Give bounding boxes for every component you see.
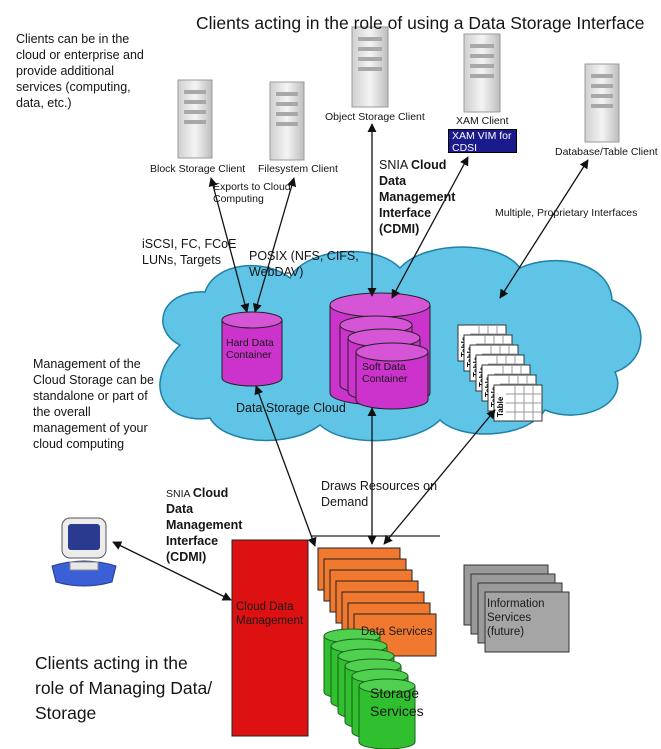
management-note: Management of the Cloud Storage can be s…: [33, 357, 154, 451]
laptop-icon: [51, 517, 117, 587]
management-client-arrow: [112, 541, 232, 601]
database-arrow: [499, 159, 589, 299]
block-storage-client-label: Block Storage Client: [150, 163, 246, 175]
cdmi-bottom-bold: Cloud Data Management Interface (CDMI): [166, 486, 243, 564]
xam-vim-box: [448, 129, 517, 153]
cloud-data-management-label: Cloud Data Management: [236, 601, 304, 627]
cdmi-bottom-label: SNIA Cloud Data Management Interface (CD…: [166, 485, 242, 565]
exports-to-cloud-label: Exports to Cloud Computing: [213, 181, 291, 205]
database-server-icon: [584, 63, 620, 143]
storage-services-stack: [323, 628, 416, 749]
cdmi-top-bold: Cloud Data Management Interface (CDMI): [379, 158, 456, 236]
draws-resources-label: Draws Resources on Demand: [321, 479, 438, 509]
xam-client-label: XAM Client: [456, 115, 509, 127]
xam-server-icon: [463, 33, 501, 113]
hard-data-container-label: Hard Data Container: [226, 337, 274, 361]
managing-role-caption: Clients acting in the role of Managing D…: [35, 653, 213, 723]
storage-services-label: Storage Services: [370, 685, 424, 719]
table-sheet: Table: [493, 384, 543, 422]
multiple-proprietary-label: Multiple, Proprietary Interfaces: [495, 207, 638, 219]
database-table-client-label: Database/Table Client: [555, 146, 658, 158]
connection-arrows: [112, 123, 589, 601]
intro-note: Clients can be in the cloud or enterpris…: [16, 32, 144, 110]
information-services-stack: [463, 564, 570, 653]
data-storage-cloud-label: Data Storage Cloud: [236, 401, 346, 415]
cdmi-bottom-prefix: SNIA: [166, 488, 193, 500]
block-storage-server-icon: [177, 79, 213, 159]
iscsi-label: iSCSI, FC, FCoE LUNs, Targets: [142, 237, 237, 267]
table-stack-icon: TableTableTableTableTableTableTable: [457, 324, 543, 422]
filesystem-arrow: [252, 177, 297, 313]
object-storage-server-icon: [351, 26, 389, 108]
table-resource-arrow: [383, 409, 496, 545]
block-storage-arrow: [208, 177, 250, 313]
xam-vim-label: XAM VIM for CDSI: [452, 130, 512, 154]
cdmi-top-label: SNIA Cloud Data Management Interface (CD…: [379, 157, 455, 237]
table-sheet-word: Table: [496, 396, 505, 417]
posix-label: POSIX (NFS, CIFS, WebDAV): [249, 249, 359, 279]
filesystem-client-label: Filesystem Client: [258, 163, 338, 175]
information-service-card: [484, 591, 570, 653]
cloud-data-management-box: [231, 539, 309, 737]
data-services-label: Data Services: [361, 626, 433, 638]
diagram-title: Clients acting in the role of using a Da…: [196, 13, 645, 33]
hard-container-resource-arrow: [254, 385, 317, 547]
cdmi-top-prefix: SNIA: [379, 158, 411, 172]
object-storage-client-label: Object Storage Client: [325, 111, 425, 123]
hard-data-container-icon: [221, 311, 283, 387]
filesystem-server-icon: [269, 81, 305, 161]
xam-arrow: [391, 156, 469, 299]
information-services-label: Information Services (future): [487, 598, 545, 638]
soft-data-container-label: Soft Data Container: [362, 361, 408, 385]
storage-service-cylinder: [358, 678, 416, 749]
soft-data-container-icon: [329, 292, 431, 410]
